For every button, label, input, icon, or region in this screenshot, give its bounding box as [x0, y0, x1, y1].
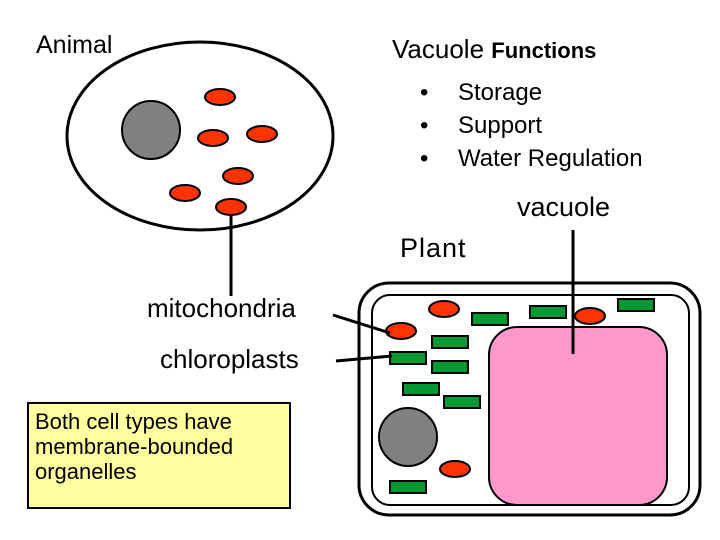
note-line: membrane-bounded — [35, 434, 234, 459]
animal-mitochondrion — [222, 167, 254, 185]
bullet-glyph: • — [420, 78, 429, 106]
function-item-text: Water Regulation — [458, 144, 643, 172]
chloroplasts-connector-line — [335, 354, 393, 363]
vacuole-label: vacuole — [517, 192, 611, 222]
plant-cell-label: Plant — [400, 233, 467, 263]
plant-mitochondrion — [574, 307, 606, 325]
animal-nucleus — [121, 100, 181, 160]
function-item: • Water Regulation — [420, 142, 643, 175]
vacuole-functions-list: • Storage • Support • Water Regulation — [420, 76, 643, 175]
function-item-text: Storage — [458, 78, 543, 106]
bullet-glyph: • — [420, 144, 429, 172]
animal-mitochondrion — [169, 184, 201, 202]
plant-nucleus — [378, 407, 438, 467]
animal-mitochondrion — [246, 125, 278, 143]
plant-mitochondrion — [439, 460, 471, 478]
plant-chloroplast — [471, 312, 509, 326]
animal-cell-label: Animal — [36, 31, 113, 59]
function-item-text: Support — [458, 111, 543, 139]
plant-chloroplast — [431, 360, 469, 374]
plant-mitochondrion — [385, 322, 417, 340]
function-item: • Storage — [420, 76, 643, 109]
vacuole-title-word: Vacuole — [392, 34, 485, 64]
plant-chloroplast — [389, 480, 427, 494]
function-item: • Support — [420, 109, 643, 142]
plant-chloroplast — [402, 382, 440, 396]
plant-chloroplast — [431, 335, 469, 349]
animal-mitochondrion — [215, 198, 247, 216]
plant-vacuole — [488, 326, 668, 506]
note-box: Both cell types have membrane-bounded or… — [27, 402, 291, 509]
note-line: Both cell types have — [35, 409, 232, 434]
plant-chloroplast — [529, 305, 567, 319]
animal-mitochondrion — [197, 129, 229, 147]
plant-mitochondrion — [428, 300, 460, 318]
note-line: organelles — [35, 459, 137, 484]
vacuole-functions-title: Vacuole Functions — [392, 36, 596, 62]
chloroplasts-label: chloroplasts — [160, 344, 299, 374]
plant-chloroplast — [389, 351, 427, 365]
plant-chloroplast — [617, 298, 655, 312]
plant-chloroplast — [443, 395, 481, 409]
mitochondria-label: mitochondria — [147, 293, 296, 323]
functions-title-word: Functions — [491, 38, 597, 63]
animal-mitochondrion — [204, 88, 236, 106]
mitochondria-connector-line — [332, 313, 391, 335]
bullet-glyph: • — [420, 111, 429, 139]
